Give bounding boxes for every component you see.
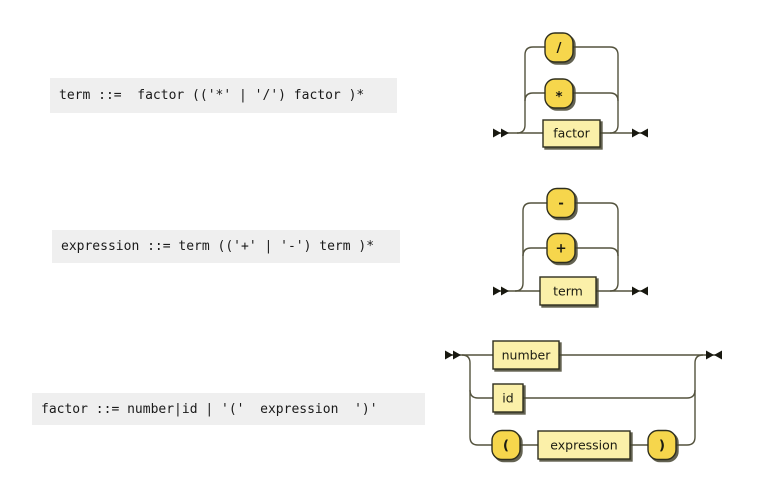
rule-text-term: term ::= factor (('*' | '/') factor )* — [50, 78, 397, 113]
nonterminal-box — [492, 383, 524, 413]
terminal-label: + — [555, 241, 566, 257]
terminal-node-close-paren: ) — [647, 429, 677, 461]
nonterminal-box — [542, 119, 601, 148]
nonterminal-label: id — [502, 391, 513, 406]
terminal-label: ) — [659, 438, 665, 454]
terminal-node-plus: + — [546, 232, 576, 264]
nonterminal-label: number — [502, 348, 552, 363]
terminal-box — [647, 429, 677, 461]
start-arrows-icon — [445, 350, 461, 360]
nonterminal-node-factor: factor — [542, 119, 601, 148]
terminal-label: - — [558, 196, 564, 212]
nonterminal-label: term — [553, 284, 583, 299]
terminal-node-divide: / — [544, 32, 574, 63]
terminal-label: ( — [503, 438, 509, 454]
nonterminal-label: expression — [550, 438, 617, 453]
terminal-node-open-paren: ( — [491, 429, 521, 461]
rule-text-factor: factor ::= number|id | '(' expression ')… — [32, 393, 425, 425]
nonterminal-box — [492, 340, 560, 370]
nonterminal-node-term: term — [539, 276, 597, 306]
terminal-box — [491, 429, 521, 461]
railroad-diagram-term: / * factor — [493, 32, 648, 148]
terminal-box — [546, 187, 576, 219]
railroad-diagram-factor: number id ( expression ) — [445, 340, 722, 461]
end-arrows-icon — [632, 286, 648, 296]
rule-text-expression: expression ::= term (('+' | '-') term )* — [52, 230, 400, 263]
end-arrows-icon — [632, 128, 648, 138]
terminal-box — [544, 78, 574, 109]
nonterminal-node-id: id — [492, 383, 524, 413]
terminal-label: * — [555, 89, 562, 105]
nonterminal-box — [539, 276, 597, 306]
nonterminal-node-expression: expression — [537, 430, 631, 460]
terminal-box — [544, 32, 574, 63]
start-arrows-icon — [493, 128, 509, 138]
start-arrows-icon — [493, 286, 509, 296]
nonterminal-box — [537, 430, 631, 460]
terminal-node-minus: - — [546, 187, 576, 219]
end-arrows-icon — [706, 350, 722, 360]
nonterminal-label: factor — [553, 126, 590, 141]
terminal-node-multiply: * — [544, 78, 574, 109]
terminal-label: / — [557, 40, 562, 56]
nonterminal-node-number: number — [492, 340, 560, 370]
terminal-box — [546, 232, 576, 264]
railroad-diagram-expression: - + term — [493, 187, 648, 306]
